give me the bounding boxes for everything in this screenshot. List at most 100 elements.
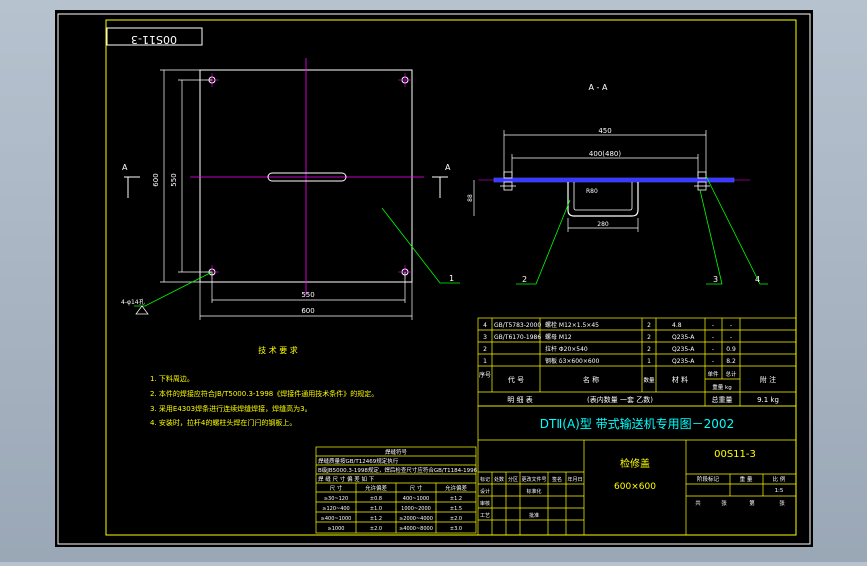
part-no: 3 — [483, 334, 487, 341]
hole-note: 4-φ14孔 — [121, 298, 145, 306]
dim-radius: R80 — [586, 188, 598, 195]
weld-head-3: 尺 寸 — [410, 484, 423, 492]
dim-overall: 450 — [598, 127, 611, 135]
detail-total-value: 9.1 kg — [757, 396, 779, 404]
part-qty: 1 — [647, 358, 651, 365]
weight-label: 重 量 — [740, 475, 753, 483]
item-3-label: 3 — [713, 275, 718, 284]
weld-cell: ±3.0 — [450, 526, 462, 532]
ph-qty: 数量 — [643, 376, 655, 384]
weld-head-2: 允许偏差 — [365, 484, 388, 492]
ph-remark: 附 注 — [760, 375, 776, 384]
weld-cell: ±1.0 — [370, 506, 382, 512]
drawing-name: 检修盖 — [620, 457, 650, 470]
dim-height-outer: 600 — [152, 173, 160, 186]
weld-cell: ±2.0 — [370, 526, 382, 532]
part-code: GB/T5783-2000 — [494, 322, 541, 329]
sign-cell: 审核 — [480, 500, 490, 507]
scale-value: 1:5 — [775, 488, 784, 494]
part-qty: 2 — [647, 334, 651, 341]
sign-cell: 年月日 — [567, 476, 582, 483]
weld-cell: ±0.8 — [370, 496, 382, 502]
part-total-weight: - — [730, 322, 732, 329]
part-material: Q235-A — [672, 346, 695, 353]
weld-cell: ≥30~120 — [324, 496, 348, 502]
part-unit-weight: - — [712, 334, 714, 341]
dim-width-outer: 600 — [301, 307, 314, 315]
sign-cell: 标准化 — [526, 488, 541, 495]
part-total-weight: 8.2 — [726, 358, 736, 365]
canvas-background — [55, 10, 813, 547]
part-name: 螺母 M12 — [545, 333, 572, 341]
tech-item-4: 4. 安装时，拉杆4的螺柱头焊在门闩的钢板上。 — [150, 418, 296, 427]
weld-cell: ≥400~1000 — [321, 516, 352, 522]
dim-height-inner: 550 — [170, 173, 178, 186]
parts-list-grid — [477, 317, 797, 407]
sheet-index: 第 — [749, 499, 755, 507]
ph-code: 代 号 — [508, 375, 524, 384]
sign-cell: 标记 — [480, 476, 490, 483]
part-unit-weight: - — [712, 358, 714, 365]
part-name: 拉杆 Φ20×540 — [545, 345, 588, 353]
item4-leader — [705, 175, 768, 285]
section-label: A - A — [589, 83, 608, 92]
tech-item-3: 3. 采用E4303焊条进行连续焊缝焊接，焊缝高为3。 — [150, 404, 312, 413]
part-name: 螺栓 M12×1.5×45 — [545, 321, 599, 329]
section-view: A - A 450 400(480) 280 R80 88 2 3 — [467, 83, 768, 285]
ph-name: 名 称 — [583, 375, 599, 384]
tech-title: 技 术 要 求 — [258, 345, 298, 355]
detail-total-label: 总重量 — [712, 395, 733, 404]
part-name: 钢板 δ3×600×600 — [545, 357, 600, 365]
weld-cell: ±1.2 — [450, 496, 462, 502]
weld-head-4: 允许偏差 — [445, 484, 468, 492]
sign-cell: 处数 — [494, 476, 504, 483]
sign-cell: 设计 — [480, 488, 490, 495]
weld-cell: ±1.2 — [370, 516, 382, 522]
stamp-box — [106, 27, 203, 46]
weld-cell: ≥120~400 — [322, 506, 349, 512]
dim-height: 88 — [467, 194, 474, 202]
section-mark-left: A — [122, 163, 128, 172]
tech-item-2: 2. 本件的焊接应符合JB/T5000.3-1998《焊接件通用技术条件》的规定… — [150, 389, 378, 398]
item1-leader — [381, 207, 460, 284]
part-no: 1 — [483, 358, 487, 365]
item-4-label: 4 — [755, 275, 760, 284]
sign-cell: 签名 — [552, 476, 562, 483]
weld-cell: ≥4000~8000 — [399, 526, 433, 532]
part-material: Q235-A — [672, 334, 695, 341]
weld-head-1: 尺 寸 — [330, 484, 343, 492]
ph-material: 材 料 — [672, 375, 688, 384]
weld-cell: ≥2000~4000 — [399, 516, 433, 522]
item3-leader — [699, 189, 723, 285]
weld-cell: 400~1000 — [403, 496, 429, 502]
dim-width-inner: 550 — [301, 291, 314, 299]
weld-row-1: 焊缝质量按GB/T12469规定执行 — [318, 457, 399, 465]
detail-note: (表内数量 一套 乙数) — [587, 395, 653, 404]
sign-cell: 工艺 — [480, 513, 490, 519]
part-material: Q235-A — [672, 358, 695, 365]
part-total-weight: - — [730, 334, 732, 341]
part-qty: 2 — [647, 346, 651, 353]
title-block-grid — [477, 405, 797, 536]
part-no: 4 — [483, 322, 487, 329]
ph-unit: 单件 — [707, 370, 719, 378]
ph-total: 总计 — [725, 370, 737, 378]
weld-title: 焊缝符号 — [385, 448, 408, 456]
ph-weight: 重量 kg — [712, 383, 731, 391]
weld-row-3: 焊 缝 尺 寸 偏 差 如 下 — [318, 475, 375, 483]
part-total-weight: 0.9 — [726, 346, 736, 353]
stage-mark-label: 阶段标记 — [697, 475, 720, 483]
drawing-size: 600×600 — [614, 482, 656, 492]
sheet-sheet: 张 — [779, 499, 785, 507]
inner-frame — [105, 19, 797, 536]
ph-no: 序号 — [479, 371, 491, 379]
weld-row-2: B级JB5000.3-1998规定，焊后检查尺寸应符合GB/T1184-1996 — [318, 466, 478, 474]
weld-cell: ≥1000 — [328, 526, 345, 532]
weld-cell: 1000~2000 — [401, 506, 431, 512]
part-code: GB/T6170-1986 — [494, 334, 541, 341]
weld-cell: ±2.0 — [450, 516, 462, 522]
part-no: 2 — [483, 346, 487, 353]
detail-label: 明 细 表 — [507, 395, 532, 404]
